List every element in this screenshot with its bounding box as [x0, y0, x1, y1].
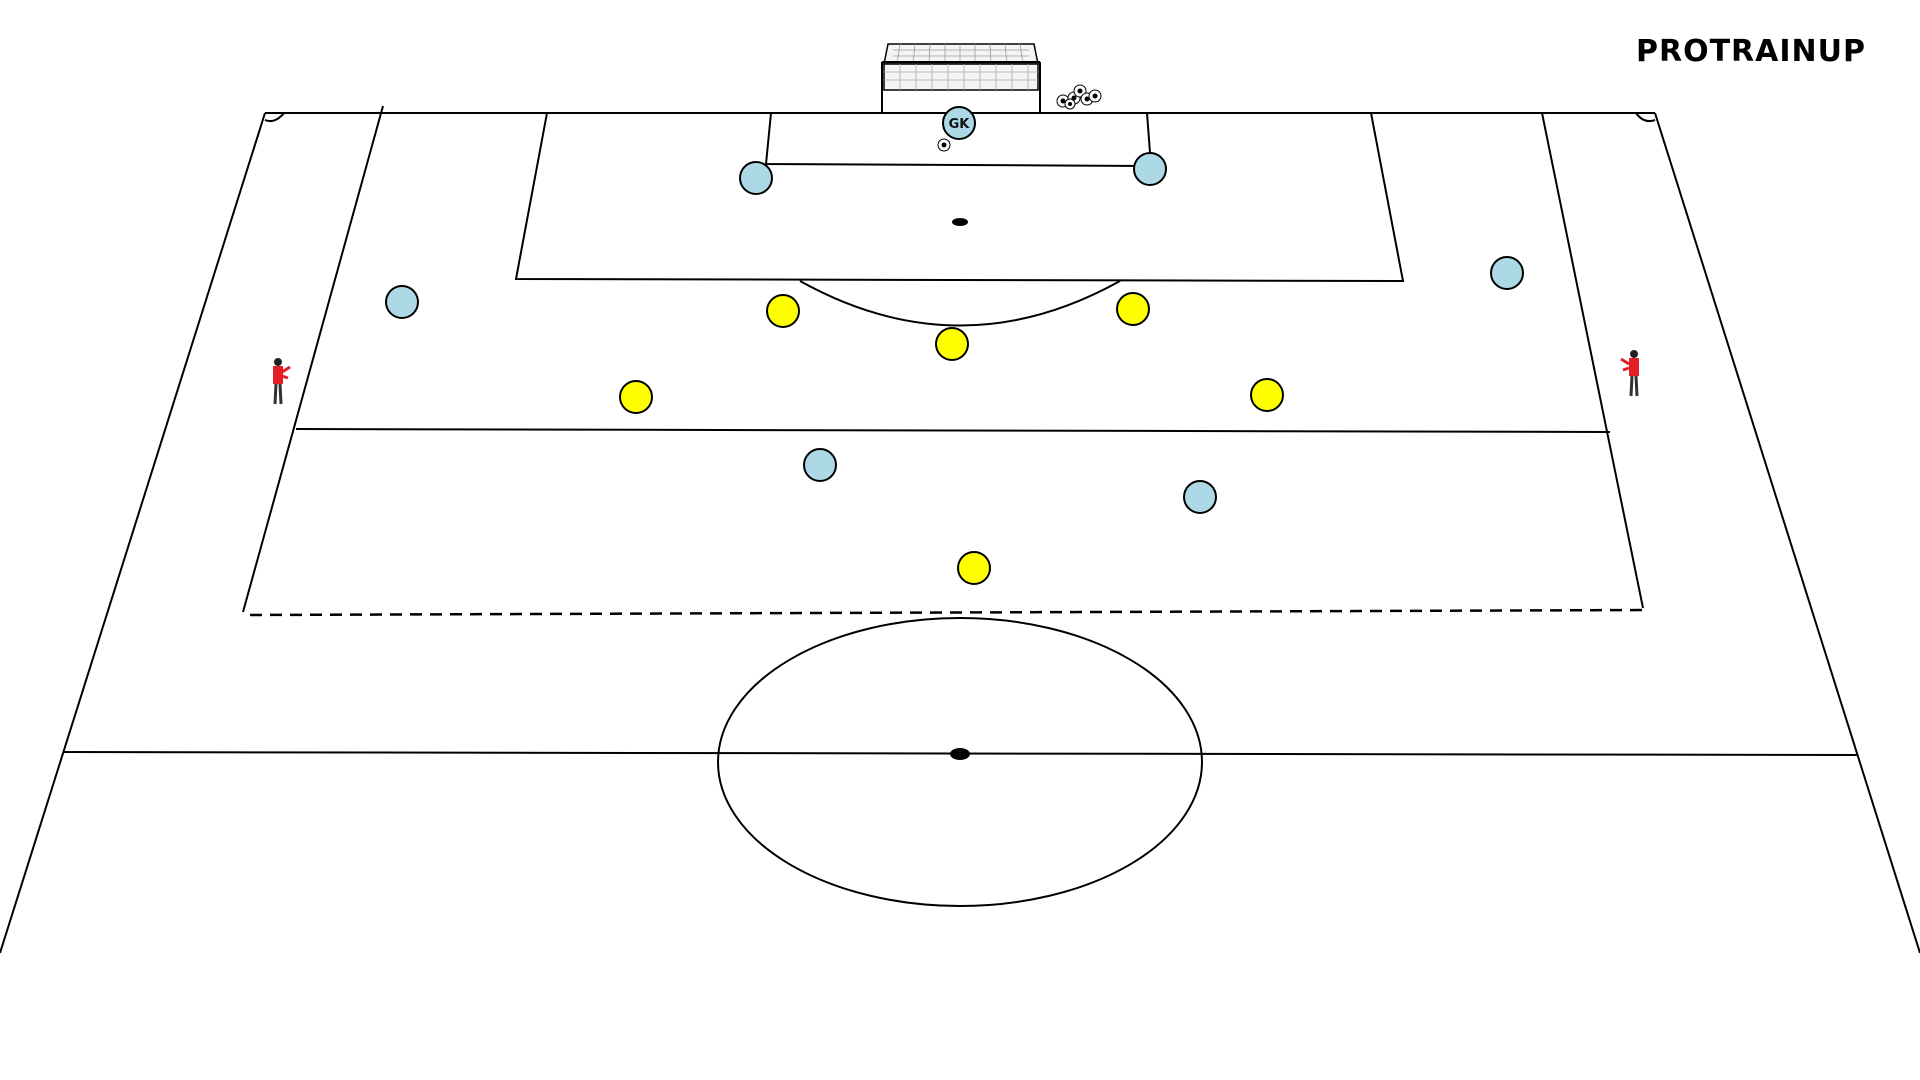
zone-dashed-line [249, 608, 1651, 617]
brand-logo: PROTRAINUP [1636, 34, 1866, 69]
penalty-arc [799, 280, 1121, 327]
goalkeeper: GK [942, 106, 976, 140]
yellow-player [957, 551, 991, 585]
coach-icon [1620, 350, 1639, 397]
yellow-player [1250, 378, 1284, 412]
penalty-spot [952, 218, 968, 226]
yellow-player [1116, 292, 1150, 326]
yellow-player [766, 294, 800, 328]
corner-arc-left [264, 112, 285, 123]
blue-player [385, 285, 419, 319]
right-touchline [1654, 112, 1920, 954]
centre-circle [717, 617, 1203, 907]
blue-player [1490, 256, 1524, 290]
coach-icon [273, 358, 291, 405]
goal-area [764, 112, 1153, 168]
zone-left-edge [242, 105, 384, 613]
blue-player [739, 161, 773, 195]
centre-spot [950, 748, 970, 760]
blue-player [803, 448, 837, 482]
ball-icon [937, 138, 951, 152]
zone-midline [295, 428, 1611, 433]
yellow-player [935, 327, 969, 361]
left-touchline [0, 112, 266, 954]
goal-icon [881, 43, 1041, 113]
blue-player [1133, 152, 1167, 186]
ball-pile [1056, 84, 1102, 110]
ball-icon [1088, 89, 1102, 103]
ball-icon [1064, 98, 1076, 110]
zone-right-edge [1541, 112, 1644, 609]
pitch-lines [0, 105, 1920, 954]
yellow-player [619, 380, 653, 414]
blue-player [1183, 480, 1217, 514]
goalkeeper-label: GK [949, 117, 971, 132]
penalty-area [514, 112, 1405, 283]
corner-arc-right [1635, 112, 1656, 123]
